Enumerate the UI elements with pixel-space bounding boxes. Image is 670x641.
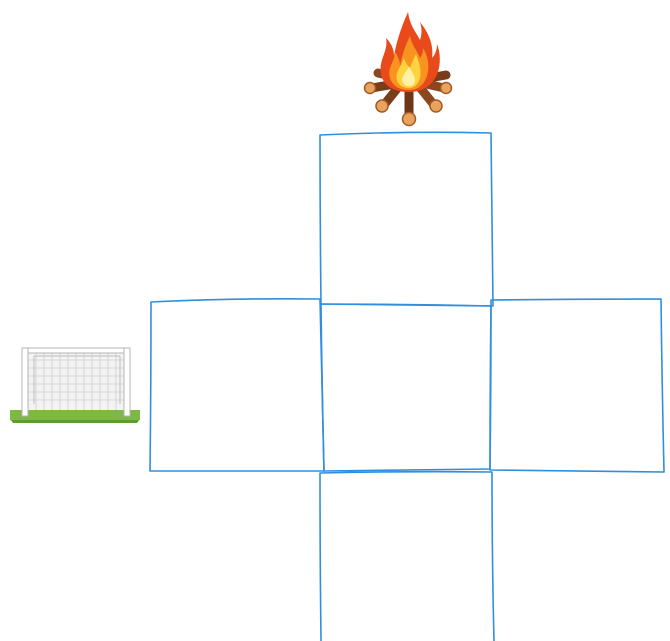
soccer-goal-icon	[10, 348, 140, 423]
net-face-top	[320, 132, 493, 306]
net-face-bottom	[320, 472, 494, 641]
net-face-right	[490, 299, 664, 472]
campfire-icon	[365, 12, 452, 126]
net-face-center	[321, 304, 491, 471]
net-face-left	[150, 299, 324, 471]
